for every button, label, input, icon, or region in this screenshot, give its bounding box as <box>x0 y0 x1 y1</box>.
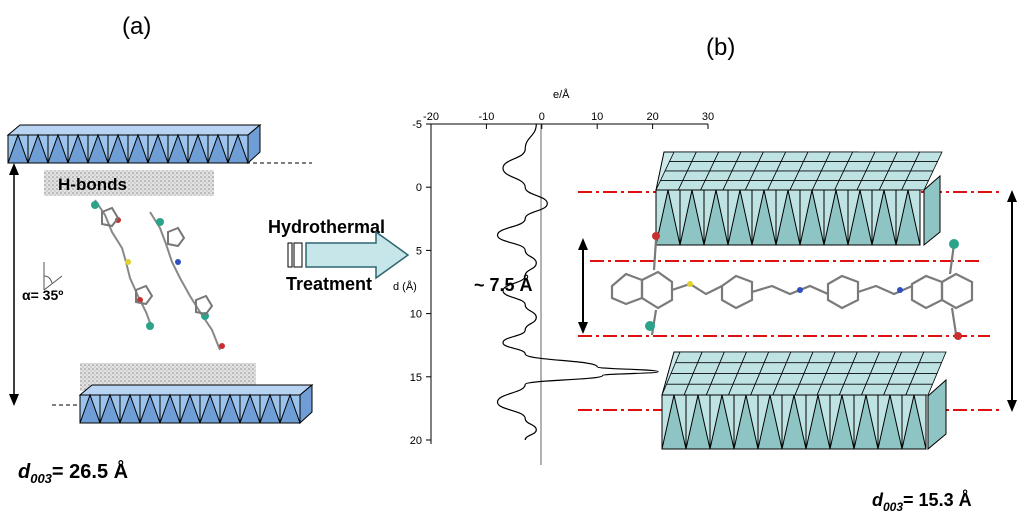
octahedron-facet <box>781 394 807 450</box>
octahedron-facet <box>227 133 249 164</box>
inner-spacing-arrow <box>578 238 588 334</box>
octahedron-top <box>905 170 934 181</box>
treatment-arrow: Hydrothermal Treatment <box>268 217 410 294</box>
tilt-angle-marker <box>43 262 63 291</box>
octahedron-facet <box>119 393 141 424</box>
x-tick-label: 20 <box>646 111 658 123</box>
electron-density-chart: e/Å -20 -10 0 10 20 30 -5 0 5 10 15 20 d (Å) <box>393 88 714 465</box>
hbond-region-top <box>44 170 214 196</box>
octahedron-facet <box>219 393 241 424</box>
octahedron-top <box>901 180 930 191</box>
octahedron-facet <box>847 189 873 246</box>
octahedron-facet <box>259 393 281 424</box>
octahedron-facet <box>799 189 825 246</box>
top-layer-slab-b <box>655 151 943 247</box>
octahedron-facet <box>733 394 759 450</box>
octahedron-facet <box>751 189 777 246</box>
spacing-label-a: d003= 26.5 Å <box>18 459 128 486</box>
angle-label: α= 35º <box>22 287 63 303</box>
y-tick-label: 5 <box>416 245 422 257</box>
y-tick-label: 20 <box>410 435 422 447</box>
octahedron-facet <box>107 133 129 164</box>
octahedron-facet <box>159 393 181 424</box>
octahedron-facet <box>685 394 711 450</box>
octahedron-facet <box>823 189 849 246</box>
y-tick-label: 0 <box>416 182 422 194</box>
octahedron-facet <box>829 394 855 450</box>
intercalated-molecules-a <box>91 199 225 351</box>
octahedron-facet <box>709 394 735 450</box>
octahedron-top <box>905 383 934 396</box>
octahedron-facet <box>679 189 705 246</box>
octahedron-facet <box>655 189 681 246</box>
inner-spacing-label: ~ 7.5 Å <box>474 275 533 295</box>
bottom-layer-slab-a <box>78 383 314 425</box>
octahedron-facet <box>895 189 921 246</box>
y-tick-label: 15 <box>410 372 422 384</box>
octahedron-top <box>909 373 938 385</box>
bottom-layer-slab-b <box>661 351 947 451</box>
octahedron-top <box>910 161 939 172</box>
panel-b-label: (b) <box>706 34 735 61</box>
spacing-label-b: d003= 15.3 Å <box>872 490 972 514</box>
octahedron-facet <box>757 394 783 450</box>
octahedron-facet <box>877 394 903 450</box>
octahedron-top <box>914 362 943 374</box>
octahedron-facet <box>727 189 753 246</box>
outer-spacing-arrow <box>1007 190 1017 412</box>
x-axis-label: e/Å <box>553 88 570 101</box>
octahedron-facet <box>775 189 801 246</box>
octahedron-facet <box>703 189 729 246</box>
octahedron-facet <box>99 393 121 424</box>
panel-a: (a) H-bonds <box>6 13 314 486</box>
octahedron-facet <box>661 394 687 450</box>
octahedron-facet <box>179 393 201 424</box>
y-axis-label: d (Å) <box>393 280 417 293</box>
octahedra-row-bottom-a <box>79 393 301 424</box>
hbond-label: H-bonds <box>58 175 127 194</box>
octahedron-facet <box>87 133 109 164</box>
y-tick-label: 10 <box>410 309 422 321</box>
top-layer-slab-a <box>6 123 262 165</box>
x-tick-label: 30 <box>702 111 714 123</box>
octahedron-facet <box>871 189 897 246</box>
octahedron-top <box>918 351 947 364</box>
octahedron-top <box>914 151 943 162</box>
panel-b: (b) e/Å -20 -10 0 10 20 30 -5 0 5 10 15 20 d (Å) <box>393 34 1017 514</box>
octahedron-facet <box>139 393 161 424</box>
x-tick-label: -20 <box>423 111 439 123</box>
x-tick-label: 10 <box>591 111 603 123</box>
octahedra-row-top-a <box>7 133 249 164</box>
x-tick-label: 0 <box>539 111 545 123</box>
octahedron-facet <box>901 394 927 450</box>
octahedron-facet <box>239 393 261 424</box>
panel-a-label: (a) <box>122 13 151 40</box>
arrow-label-line2: Treatment <box>286 274 372 294</box>
arrow-label-line1: Hydrothermal <box>268 217 385 237</box>
intercalated-molecule-b <box>610 232 974 340</box>
octahedron-facet <box>199 393 221 424</box>
spacing-arrow-a <box>9 163 19 406</box>
octahedron-facet <box>79 393 101 424</box>
octahedron-facet <box>279 393 301 424</box>
octahedron-facet <box>805 394 831 450</box>
y-tick-label: -5 <box>412 119 422 131</box>
x-tick-label: -10 <box>478 111 494 123</box>
octahedron-facet <box>853 394 879 450</box>
density-curve <box>496 123 659 441</box>
